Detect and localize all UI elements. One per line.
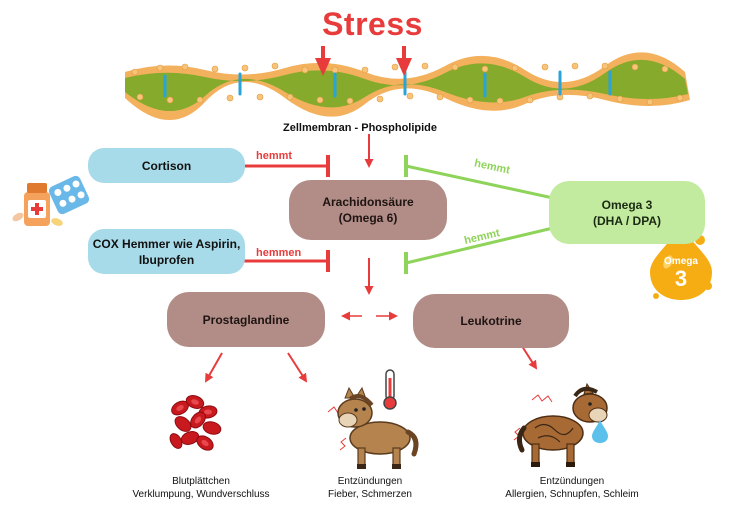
allergic-horse-icon [513, 382, 608, 467]
cell-membrane [125, 52, 690, 121]
sick-horse-icon [327, 386, 419, 469]
arachidon-label-line2: (Omega 6) [338, 211, 398, 225]
platelets-caption-line1: Blutplättchen [172, 476, 230, 487]
cox-label-line2: Ibuprofen [138, 252, 195, 267]
red-blood-cells-icon [169, 395, 222, 451]
arachidon-label-line1: Arachidonsäure [322, 195, 414, 209]
cortison-node: Cortison [88, 148, 245, 183]
cortison-inhibition-line [244, 155, 330, 177]
pills-icon [12, 175, 90, 226]
arachidonsaeure-node: Arachidonsäure (Omega 6) [289, 180, 447, 240]
inflammation1-caption-line1: Entzündungen [337, 476, 403, 487]
omega3-label-line1: Omega 3 [601, 197, 653, 212]
inflammation-fever-caption: Entzündungen Fieber, Schmerzen [305, 475, 435, 501]
inflammation1-caption-line2: Fieber, Schmerzen [328, 489, 412, 500]
prostaglandine-label: Prostaglandine [202, 312, 290, 327]
cox-edge-label: hemmen [256, 247, 302, 259]
omega3-node: Omega 3 (DHA / DPA) [549, 181, 705, 244]
prostaglandine-node: Prostaglandine [167, 292, 325, 347]
inflammation-allergy-caption: Entzündungen Allergien, Schnupfen, Schle… [484, 475, 660, 501]
platelets-caption-line2: Verklumpung, Wundverschluss [132, 489, 270, 500]
omega3-top-inhibition-line [404, 155, 554, 200]
leukotrine-node: Leukotrine [413, 294, 569, 348]
cortison-label: Cortison [141, 158, 192, 173]
omega3-drop-icon [650, 226, 712, 300]
thermometer-icon [383, 369, 397, 410]
omega3-bottom-inhibition-line [404, 226, 554, 274]
cox-inhibition-line [244, 250, 330, 272]
omega3-label-line2: (DHA / DPA) [593, 213, 661, 228]
prostaglandine-to-inflammation-arrow [287, 352, 308, 383]
leukotrine-label: Leukotrine [460, 314, 522, 328]
cortison-edge-label: hemmt [256, 150, 293, 162]
drop-number-label: 3 [674, 266, 688, 291]
drop-omega-label: Omega [664, 256, 698, 267]
prostaglandine-to-platelets-arrow [205, 352, 223, 383]
inflammation2-caption-line1: Entzündungen [539, 476, 605, 487]
membrane-label: Zellmembran - Phospholipide [283, 122, 438, 134]
cox-inhibitor-node: COX Hemmer wie Aspirin, Ibuprofen [88, 229, 245, 274]
inflammation2-caption-line2: Allergien, Schnupfen, Schleim [505, 489, 639, 500]
platelets-caption: Blutplättchen Verklumpung, Wundverschlus… [108, 475, 294, 501]
cox-label-line1: COX Hemmer wie Aspirin, [92, 236, 241, 251]
stress-title: Stress [322, 6, 423, 42]
